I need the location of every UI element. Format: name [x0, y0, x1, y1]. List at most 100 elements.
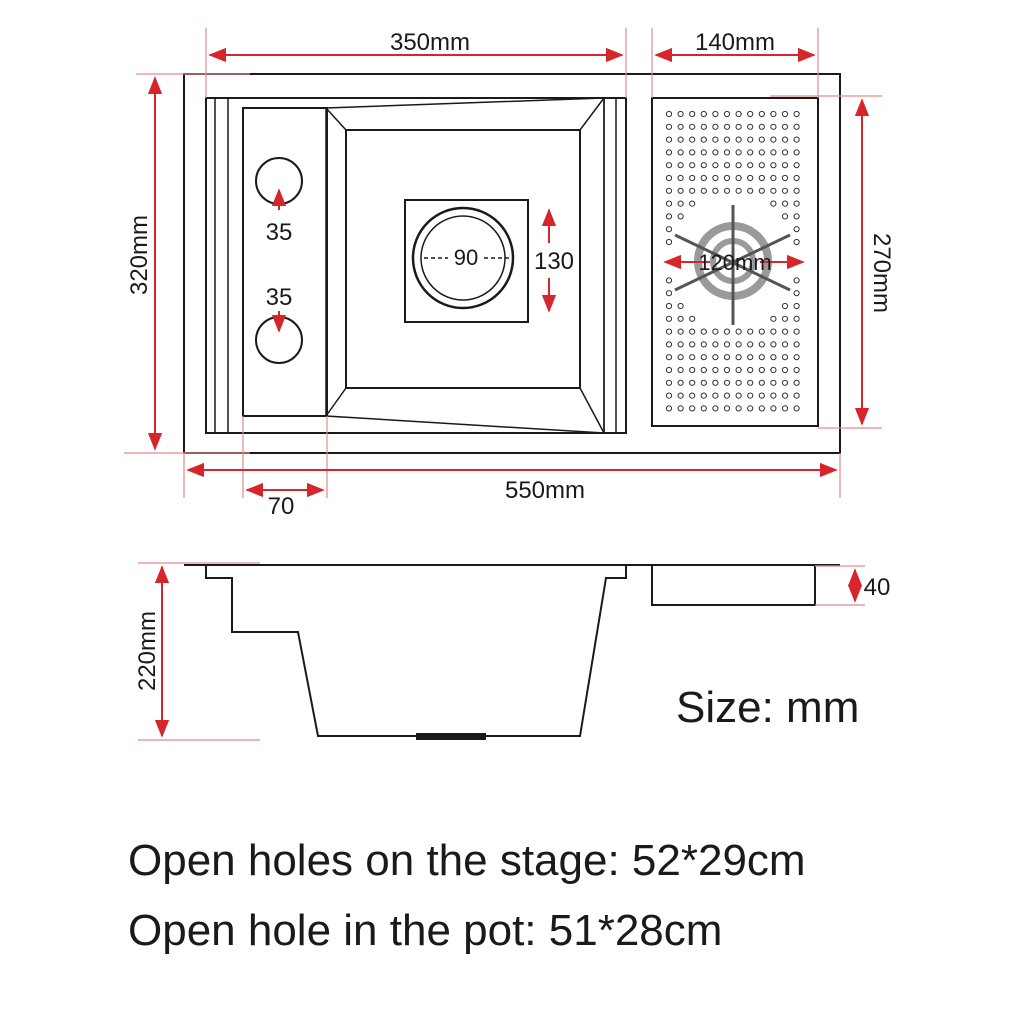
perforation-hole [770, 162, 777, 169]
perforation-hole [665, 123, 673, 130]
perforation-hole [665, 226, 673, 233]
dim-drainer-depth: 40 [864, 574, 891, 601]
perforation-hole [712, 136, 719, 143]
perforation-hole [758, 354, 765, 361]
perforation-hole [793, 213, 800, 220]
perforation-hole [747, 110, 754, 118]
perforation-hole [700, 341, 707, 348]
perforation-hole [793, 405, 800, 412]
perforation-hole [689, 110, 696, 118]
perforation-hole [712, 341, 719, 348]
perforation-hole [758, 162, 765, 169]
perforation-hole [689, 136, 696, 143]
perforation-hole [747, 366, 754, 374]
perforation-hole [793, 187, 800, 194]
perforation-hole [700, 110, 707, 118]
perforation-hole [677, 302, 684, 310]
perforation-hole [781, 379, 789, 386]
perforation-hole [689, 379, 696, 386]
perforation-hole [689, 341, 696, 348]
drainer-plate [651, 97, 819, 427]
perforation-hole [770, 174, 777, 182]
side-extension-lines [138, 562, 865, 741]
perforation-hole [712, 405, 719, 412]
perforation-hole [677, 379, 684, 386]
perforation-hole [689, 366, 696, 374]
perforation-hole [712, 110, 719, 118]
perforation-hole [677, 366, 684, 374]
drain-outlet [416, 733, 486, 740]
perforation-hole [723, 149, 731, 156]
perforation-hole [770, 200, 777, 207]
drain-diameter-label: 90 [454, 245, 478, 270]
perforation-hole [700, 366, 707, 374]
hole-top-label: 35 [266, 219, 293, 246]
perforation-hole [689, 354, 696, 361]
perforation-hole [723, 136, 731, 143]
perforation-hole [758, 366, 765, 374]
perforation-hole [747, 123, 754, 130]
perforation-hole [700, 187, 707, 194]
perforation-hole [712, 149, 719, 156]
perforation-hole [712, 392, 719, 399]
perforation-hole [781, 200, 789, 207]
perforation-hole [781, 213, 789, 220]
perforation-hole [677, 200, 684, 207]
perforation-hole [689, 315, 696, 322]
left-basin-frame [205, 97, 627, 434]
perforation-hole [781, 149, 789, 156]
perforation-hole [781, 315, 789, 322]
perforation-hole [781, 187, 789, 194]
perforation-hole [747, 187, 754, 194]
perforation-hole [735, 354, 742, 361]
perforation-hole [793, 366, 800, 374]
perforation-hole [758, 187, 765, 194]
perforation-hole [700, 405, 707, 412]
perforation-hole [793, 149, 800, 156]
perforation-hole [712, 379, 719, 386]
perforation-hole [793, 354, 800, 361]
perforation-hole [735, 405, 742, 412]
perforation-hole [747, 136, 754, 143]
perforation-hole [665, 238, 673, 246]
perforation-hole [781, 110, 789, 118]
sink-outer-rim [183, 73, 841, 454]
perforation-hole [735, 366, 742, 374]
perforation-hole [677, 149, 684, 156]
perforation-hole [758, 392, 765, 399]
perforation-hole [723, 366, 731, 374]
perforation-hole [735, 162, 742, 169]
hole-bottom-label: 35 [266, 284, 293, 311]
perforation-hole [793, 238, 800, 246]
dim-total-height: 320mm [126, 215, 153, 295]
caption-stage-holes: Open holes on the stage: 52*29cm [128, 836, 806, 885]
perforation-hole [747, 328, 754, 335]
perforation-hole [677, 354, 684, 361]
perforation-hole [770, 379, 777, 386]
perforation-hole [677, 174, 684, 182]
perforation-hole [758, 110, 765, 118]
perforation-hole [747, 149, 754, 156]
perforation-hole [689, 392, 696, 399]
perforation-hole [770, 366, 777, 374]
perforation-hole [758, 123, 765, 130]
drain-box-label: 130 [534, 248, 574, 275]
perforation-hole [770, 187, 777, 194]
drainer-tray-profile [651, 564, 816, 606]
side-ledge [242, 107, 328, 417]
extension-lines [124, 28, 882, 498]
perforation-hole [781, 354, 789, 361]
perforation-hole [665, 187, 673, 194]
perforation-hole [689, 200, 696, 207]
perforation-hole [700, 392, 707, 399]
perforation-hole [793, 123, 800, 130]
perforation-hole [735, 328, 742, 335]
perforation-hole [712, 354, 719, 361]
perforation-hole [723, 123, 731, 130]
perforation-hole [793, 162, 800, 169]
perforation-hole [700, 123, 707, 130]
perforation-hole [735, 187, 742, 194]
perforation-hole [723, 162, 731, 169]
perforation-hole [665, 162, 673, 169]
perforation-hole [689, 123, 696, 130]
